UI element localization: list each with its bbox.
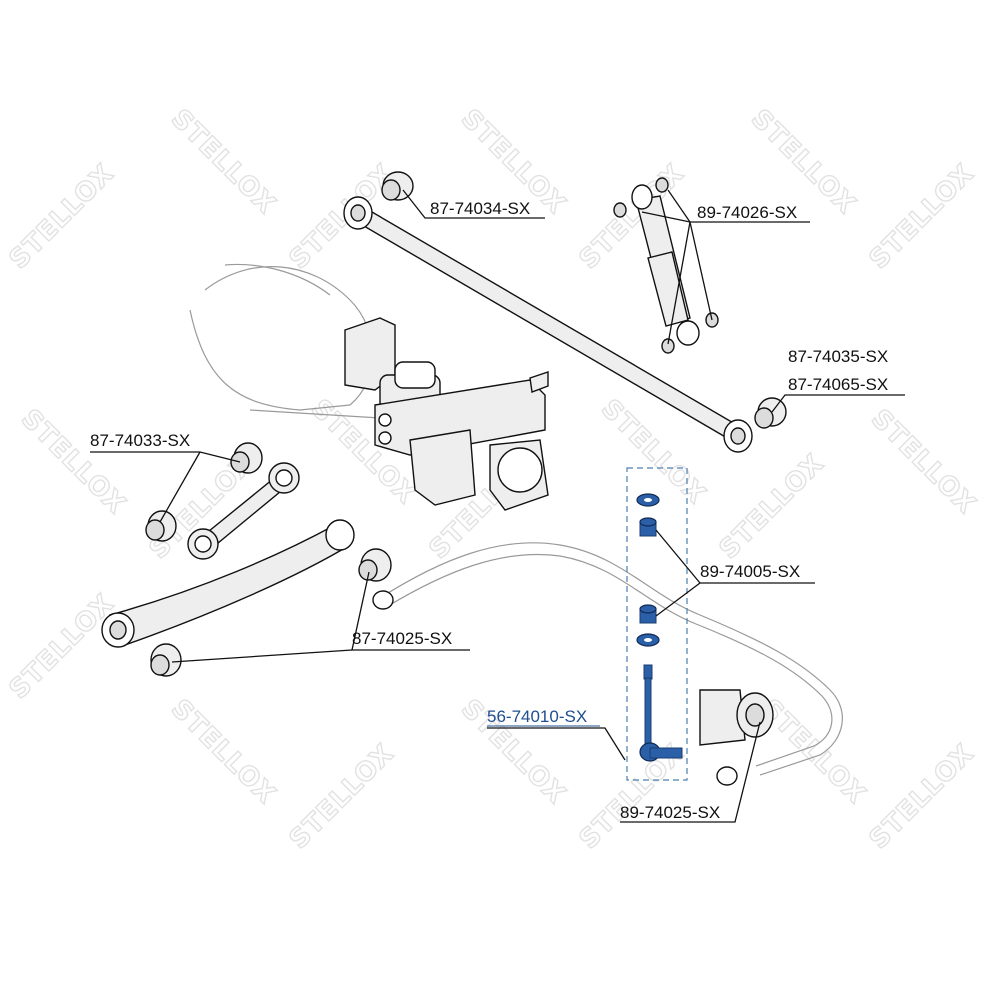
washer-icon bbox=[636, 633, 660, 647]
watermark: STELLOX bbox=[864, 159, 980, 275]
part-label-upper-link-bushing[interactable]: 87-74033-SX bbox=[90, 431, 190, 450]
part-label-stab-bar-bushing[interactable]: 89-74025-SX bbox=[620, 803, 720, 822]
watermark: STELLOX bbox=[714, 449, 830, 565]
link-bushing-icon bbox=[230, 442, 263, 474]
shock-absorber bbox=[613, 177, 719, 354]
part-label-panhard-bushing-a[interactable]: 87-74035-SX bbox=[788, 347, 888, 366]
stab-link-kit bbox=[626, 467, 688, 781]
part-labels: 87-74034-SX 89-74026-SX 87-74035-SX 87-7… bbox=[90, 199, 888, 822]
watermark: STELLOX bbox=[165, 694, 281, 810]
watermark: STELLOX bbox=[4, 589, 120, 705]
watermark: STELLOX bbox=[4, 159, 120, 275]
leader-lines bbox=[90, 189, 905, 823]
arm-bushing-icon bbox=[150, 643, 182, 677]
part-label-stab-link[interactable]: 56-74010-SX bbox=[487, 707, 587, 726]
upper-control-link bbox=[145, 442, 300, 560]
lower-trailing-arm bbox=[101, 519, 392, 677]
watermark: STELLOX bbox=[165, 104, 281, 220]
part-label-shock-mount-kit[interactable]: 89-74026-SX bbox=[697, 203, 797, 222]
bushing-icon bbox=[639, 517, 657, 537]
watermark: STELLOX bbox=[864, 739, 980, 855]
part-label-rear-upper-bushing[interactable]: 87-74034-SX bbox=[430, 199, 530, 218]
stabilizer-bar bbox=[372, 542, 843, 786]
stab-bar-bushing-icon bbox=[699, 689, 774, 746]
arm-bushing-icon bbox=[358, 548, 392, 582]
panhard-bushing-icon bbox=[754, 397, 787, 429]
watermark: STELLOX bbox=[15, 404, 131, 520]
part-label-panhard-bushing-b[interactable]: 87-74065-SX bbox=[788, 375, 888, 394]
watermark: STELLOX bbox=[284, 159, 400, 275]
part-label-stab-link-bushings[interactable]: 89-74005-SX bbox=[700, 562, 800, 581]
washer-icon bbox=[636, 493, 660, 507]
bushing-icon bbox=[639, 604, 657, 624]
watermark: STELLOX bbox=[284, 739, 400, 855]
stab-link-icon bbox=[639, 664, 683, 762]
link-bushing-icon bbox=[145, 510, 177, 542]
part-label-lower-arm-bushing[interactable]: 87-74025-SX bbox=[352, 629, 452, 648]
watermark: STELLOX bbox=[865, 404, 981, 520]
rear-axle-housing bbox=[344, 317, 549, 511]
